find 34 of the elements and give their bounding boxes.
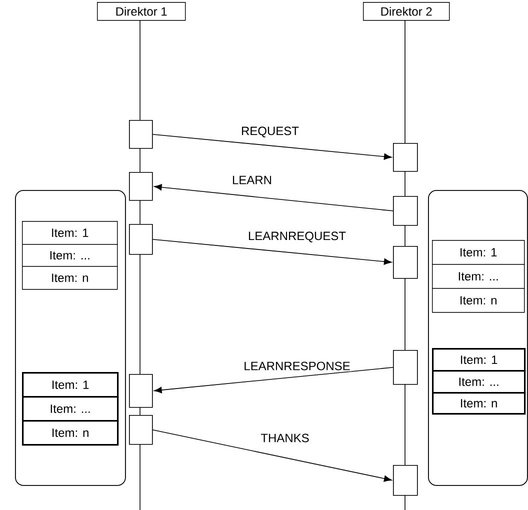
- message-arrow: [152, 239, 392, 265]
- message-label: REQUEST: [240, 126, 300, 138]
- item-cell: Item: ...: [432, 370, 526, 394]
- item-cell: Item: 1: [22, 221, 118, 245]
- message-label: LEARN: [231, 174, 273, 186]
- item-cell: Item: n: [432, 392, 526, 415]
- activation-box: [129, 120, 153, 149]
- lifeline-header-box: Direktor 1: [97, 2, 186, 21]
- item-cell: Item: ...: [22, 396, 119, 422]
- item-cell: Item: ...: [22, 244, 118, 267]
- item-cell: Item: 1: [432, 348, 526, 372]
- item-cell: Item: 1: [432, 240, 525, 265]
- activation-box: [393, 196, 418, 226]
- item-cell: Item: n: [22, 420, 119, 446]
- message-label: LEARNREQUEST: [247, 230, 347, 244]
- activation-box: [129, 224, 153, 255]
- message-arrow: [152, 430, 392, 482]
- message-arrow: [152, 134, 392, 160]
- message-arrow: [154, 367, 394, 394]
- activation-box: [393, 142, 418, 172]
- message-label: THANKS: [260, 432, 310, 444]
- item-cell: Item: n: [22, 266, 118, 290]
- activation-box: [393, 246, 418, 279]
- lifeline-header-box: Direktor 2: [363, 2, 450, 21]
- activation-box: [129, 415, 153, 445]
- activation-box: [393, 350, 418, 385]
- message-arrow: [154, 184, 394, 212]
- activation-box: [129, 374, 153, 408]
- item-cell: Item: n: [432, 288, 525, 313]
- activation-box: [129, 172, 153, 201]
- item-cell: Item: ...: [432, 264, 525, 289]
- item-cell: Item: 1: [22, 372, 119, 398]
- activation-box: [393, 465, 418, 496]
- message-label: LEARNRESPONSE: [242, 360, 352, 372]
